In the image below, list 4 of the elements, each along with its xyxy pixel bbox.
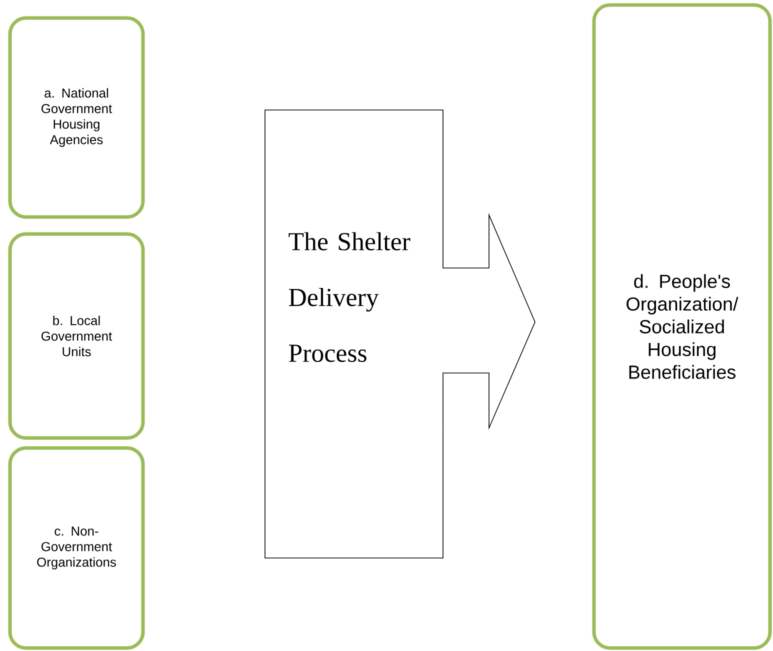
rounded-box: d. People's Organization/ Socialized Housing Beneficiaries bbox=[592, 3, 772, 650]
rounded-box: a. National Government Housing Agencies bbox=[8, 16, 145, 219]
rounded-box: c. Non-Government Organizations bbox=[8, 446, 145, 650]
rounded-box: b. Local Government Units bbox=[8, 232, 145, 440]
